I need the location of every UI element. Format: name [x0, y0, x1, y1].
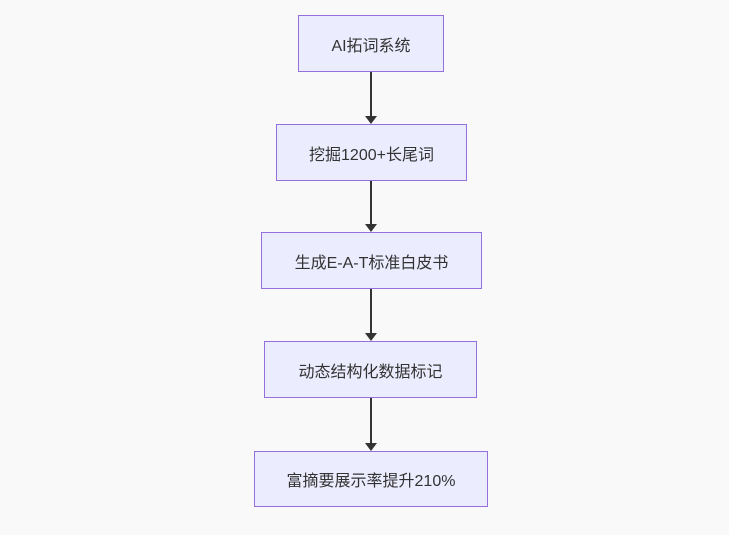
arrow-line: [370, 398, 372, 444]
flowchart-arrow-4: [364, 398, 378, 451]
flowchart-arrow-3: [364, 289, 378, 341]
arrowhead-icon: [365, 443, 377, 451]
flowchart-arrow-2: [364, 181, 378, 232]
node-label: 动态结构化数据标记: [298, 363, 443, 381]
arrow-line: [370, 181, 372, 225]
node-label: 生成E-A-T标准白皮书: [294, 254, 449, 272]
node-label: AI拓词系统: [331, 37, 411, 55]
flowchart-node-ai-word-system: AI拓词系统: [298, 15, 444, 72]
arrowhead-icon: [365, 116, 377, 124]
flowchart-node-structured-data-markup: 动态结构化数据标记: [264, 341, 477, 398]
node-label: 挖掘1200+长尾词: [309, 146, 434, 164]
arrowhead-icon: [365, 224, 377, 232]
node-label: 富摘要展示率提升210%: [286, 473, 456, 490]
flowchart-node-eat-whitepaper: 生成E-A-T标准白皮书: [261, 232, 482, 289]
flowchart-node-rich-snippet-result: 富摘要展示率提升210%: [254, 451, 488, 507]
arrow-line: [370, 289, 372, 334]
arrow-line: [370, 72, 372, 117]
flowchart-arrow-1: [364, 72, 378, 124]
arrowhead-icon: [365, 333, 377, 341]
flowchart-node-longtail-mining: 挖掘1200+长尾词: [276, 124, 467, 181]
